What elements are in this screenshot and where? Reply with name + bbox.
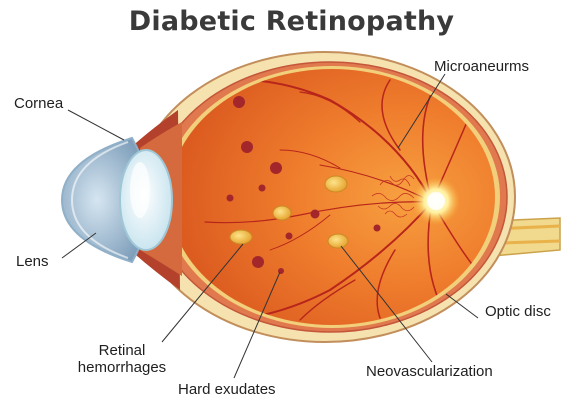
label-lens: Lens — [16, 253, 49, 270]
hemorrhage-spot — [252, 256, 264, 268]
hemorrhage-spot — [259, 185, 266, 192]
label-retinal-hemorrhages-line1: Retinal — [72, 342, 172, 359]
hemorrhage-spot — [374, 225, 381, 232]
label-retinal-hemorrhages: Retinal hemorrhages — [72, 342, 172, 376]
label-retinal-hemorrhages-line2: hemorrhages — [72, 359, 172, 376]
label-optic-disc: Optic disc — [485, 303, 551, 320]
label-cornea: Cornea — [14, 95, 63, 112]
diagram-title: Diabetic Retinopathy — [0, 6, 583, 37]
label-microaneurms: Microaneurms — [434, 58, 529, 75]
label-neovascularization: Neovascularization — [366, 363, 493, 380]
hemorrhage-spot — [311, 210, 320, 219]
hemorrhage-spot — [241, 141, 253, 153]
hemorrhage-spot — [286, 233, 293, 240]
hemorrhage-spot — [227, 195, 234, 202]
exudate-spot — [273, 206, 291, 220]
leader-lens — [62, 233, 96, 258]
hemorrhage-spot — [270, 162, 282, 174]
hemorrhage-spot — [278, 268, 284, 274]
leader-cornea — [68, 110, 124, 140]
label-hard-exudates: Hard exudates — [178, 381, 276, 398]
hemorrhage-spot — [233, 96, 245, 108]
exudate-spot — [325, 176, 347, 192]
exudate-spot — [230, 230, 252, 244]
exudate-spot — [328, 234, 348, 248]
